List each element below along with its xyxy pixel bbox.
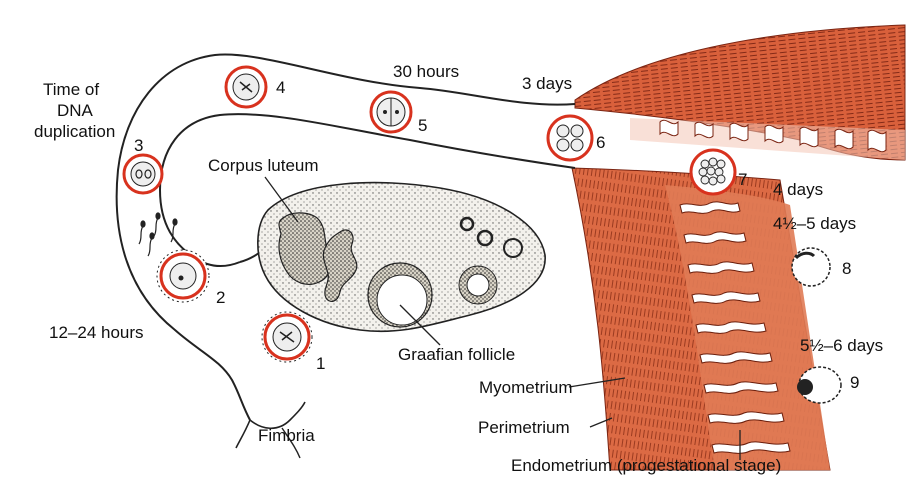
stage-number-7: 7 xyxy=(738,170,748,189)
endometrial-glands xyxy=(679,201,791,454)
stage-number-8: 8 xyxy=(842,259,852,278)
label-graafian-follicle: Graafian follicle xyxy=(398,345,516,364)
ovary xyxy=(257,181,546,333)
stage-1-marker xyxy=(261,311,313,363)
stage-8-blastocyst xyxy=(791,247,831,287)
stage-number-6: 6 xyxy=(596,133,606,152)
label-corpus-luteum: Corpus luteum xyxy=(208,156,319,175)
stage-7-marker xyxy=(689,148,737,196)
stage-6-marker xyxy=(546,114,594,162)
stage-number-4: 4 xyxy=(276,78,286,97)
label-endometrium: Endometrium (progestational stage) xyxy=(511,456,782,475)
stage-3-marker xyxy=(122,153,164,195)
label-fimbria: Fimbria xyxy=(258,426,315,445)
uterine-wall-upper xyxy=(574,24,906,161)
leader-lines xyxy=(264,176,741,460)
label-myometrium: Myometrium xyxy=(479,378,573,397)
label-5-6-days: 5½–6 days xyxy=(800,336,884,355)
stage-number-1: 1 xyxy=(316,354,326,373)
stage-9-implantation xyxy=(797,366,842,404)
stage-markers xyxy=(122,65,842,404)
label-4-5-days: 4½–5 days xyxy=(773,214,857,233)
sperm-cells xyxy=(138,212,178,257)
label-perimetrium: Perimetrium xyxy=(478,418,570,437)
label-duplication: duplication xyxy=(34,122,116,141)
stage-number-9: 9 xyxy=(850,373,860,392)
stage-2-marker xyxy=(156,249,210,303)
label-time-of-dna: Time of xyxy=(43,80,100,99)
stage-5-marker xyxy=(369,90,413,134)
stage-number-5: 5 xyxy=(418,116,428,135)
stage-4-marker xyxy=(224,65,268,109)
label-dna: DNA xyxy=(57,101,93,120)
stage-number-2: 2 xyxy=(216,288,226,307)
label-12-24-hours: 12–24 hours xyxy=(49,323,144,342)
label-4-days: 4 days xyxy=(773,180,824,199)
stage-number-3: 3 xyxy=(134,136,144,155)
uterine-wall-lower xyxy=(571,167,831,471)
label-30-hours: 30 hours xyxy=(393,62,460,81)
label-3-days: 3 days xyxy=(522,74,573,93)
